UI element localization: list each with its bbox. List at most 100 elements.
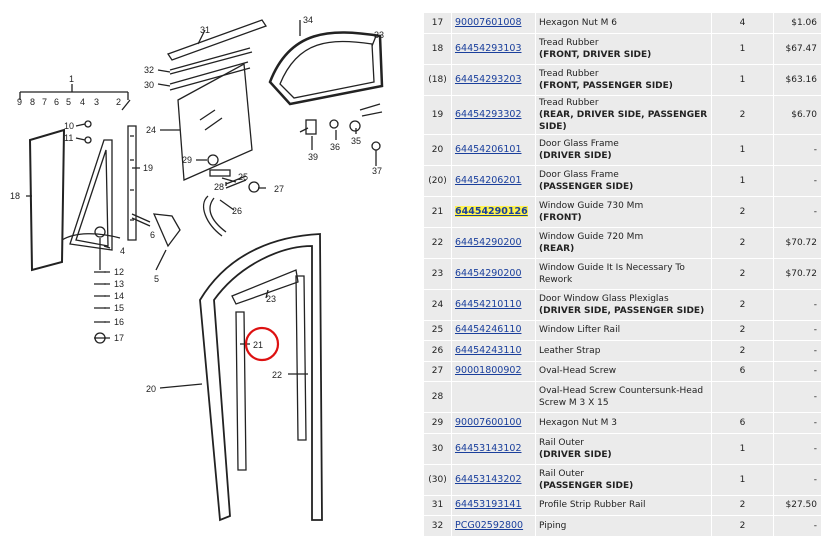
callout-labels: 31 34 33 32 30 24 29 25 28 36 35 39 27 2… [10,15,384,394]
row-index: 30 [423,432,452,465]
description-cell: Oval-Head Screw [535,360,712,382]
price: $63.16 [773,63,822,96]
exploded-parts-diagram: 31 34 33 32 30 24 29 25 28 36 35 39 27 2… [10,15,384,522]
part-number-link[interactable]: 64454290200 [455,236,522,248]
part-number-link[interactable]: 64453143202 [455,473,522,485]
price: $70.72 [773,257,822,290]
part-number-link[interactable]: 64454210110 [455,298,522,310]
callout-5: 5 [66,97,71,107]
description-cell: Door Glass Frame(DRIVER SIDE) [535,133,712,166]
description: Oval-Head Screw Countersunk-Head Screw M… [539,386,704,408]
description-cell: Hexagon Nut M 3 [535,412,712,434]
description: Window Lifter Rail [539,325,621,336]
price: - [773,319,822,341]
row-index: 31 [423,494,452,516]
part-number-link[interactable]: PCG02592800 [455,519,524,531]
part-number-link[interactable]: 64453143102 [455,442,522,454]
description-cell: Piping [535,515,712,537]
description-cell: Hexagon Nut M 6 [535,12,712,34]
part-number-link[interactable]: 64454243110 [455,344,522,356]
highlight-circle [244,326,280,362]
part-number-cell: 64454246110 [451,319,536,341]
description: Hexagon Nut M 3 [539,417,617,428]
callout-22: 22 [272,370,282,380]
table-row: 28 Oval-Head Screw Countersunk-Head Screw… [423,381,822,413]
part-number-link[interactable]: 90007600100 [455,416,522,428]
part-number-cell: 64454293103 [451,32,536,65]
part-number-cell: 90007600100 [451,412,536,434]
row-index: 19 [423,94,452,135]
description: Door Glass Frame [539,169,619,180]
quantity: 2 [711,319,774,341]
part-number-link[interactable]: 64453193141 [455,499,522,511]
quantity [711,381,774,413]
description-cell: Window Lifter Rail [535,319,712,341]
callout-18: 18 [10,191,20,201]
description: Rail Outer [539,437,584,448]
part-number-link[interactable]: 64454206201 [455,174,522,186]
part-number-cell: PCG02592800 [451,515,536,537]
description-cell: Rail Outer(DRIVER SIDE) [535,432,712,465]
description-cell: Oval-Head Screw Countersunk-Head Screw M… [535,381,712,413]
description: Profile Strip Rubber Rail [539,500,646,511]
part-number-link[interactable]: 90001800902 [455,365,522,377]
callout-6: 6 [54,97,59,107]
price: - [773,164,822,197]
description: Tread Rubber [539,97,599,108]
description: Window Guide 720 Mm [539,231,644,242]
description-side: (PASSENGER SIDE) [539,181,634,192]
part-number-cell: 64454290126 [451,195,536,228]
callout-21: 21 [253,340,263,350]
part-number-cell: 64453193141 [451,494,536,516]
price: - [773,360,822,382]
part-number-cell: 64454290200 [451,257,536,290]
row-index: 28 [423,381,452,413]
quantity: 2 [711,494,774,516]
callout-34: 34 [303,15,313,25]
part-number-cell: 64454206201 [451,164,536,197]
description-side: (FRONT, DRIVER SIDE) [539,49,652,60]
callout-25: 25 [238,172,248,182]
callout-4-lower: 4 [120,246,125,256]
row-index: 25 [423,319,452,341]
row-index: (30) [423,463,452,496]
part-number-link[interactable]: 64454293203 [455,73,522,85]
description-cell: Window Guide 720 Mm(REAR) [535,226,712,259]
part-number-cell: 64453143202 [451,463,536,496]
part-number-link[interactable]: 64454290126 [455,205,528,217]
callout-16: 16 [114,317,124,327]
callout-1: 1 [69,74,74,84]
part-number-link[interactable]: 64454293302 [455,108,522,120]
part-number-link[interactable]: 64454293103 [455,42,522,54]
quantity: 1 [711,32,774,65]
part-number-cell: 64454293302 [451,94,536,135]
price: $1.06 [773,12,822,34]
price: - [773,412,822,434]
price: - [773,432,822,465]
description-side: (DRIVER SIDE) [539,449,612,460]
part-number-link[interactable]: 64454206101 [455,143,522,155]
description-cell: Tread Rubber(FRONT, PASSENGER SIDE) [535,63,712,96]
part-number-link[interactable]: 90007601008 [455,16,522,28]
description: Oval-Head Screw [539,366,617,377]
callout-12: 12 [114,267,124,277]
row-index: 32 [423,515,452,537]
description-cell: Window Guide 730 Mm(FRONT) [535,195,712,228]
callout-33: 33 [374,30,384,40]
part-number-link[interactable]: 64454246110 [455,324,522,336]
part-number-link[interactable]: 64454290200 [455,267,522,279]
callout-39: 39 [308,152,318,162]
row-index: (20) [423,164,452,197]
callout-8: 8 [30,97,35,107]
quantity: 2 [711,94,774,135]
